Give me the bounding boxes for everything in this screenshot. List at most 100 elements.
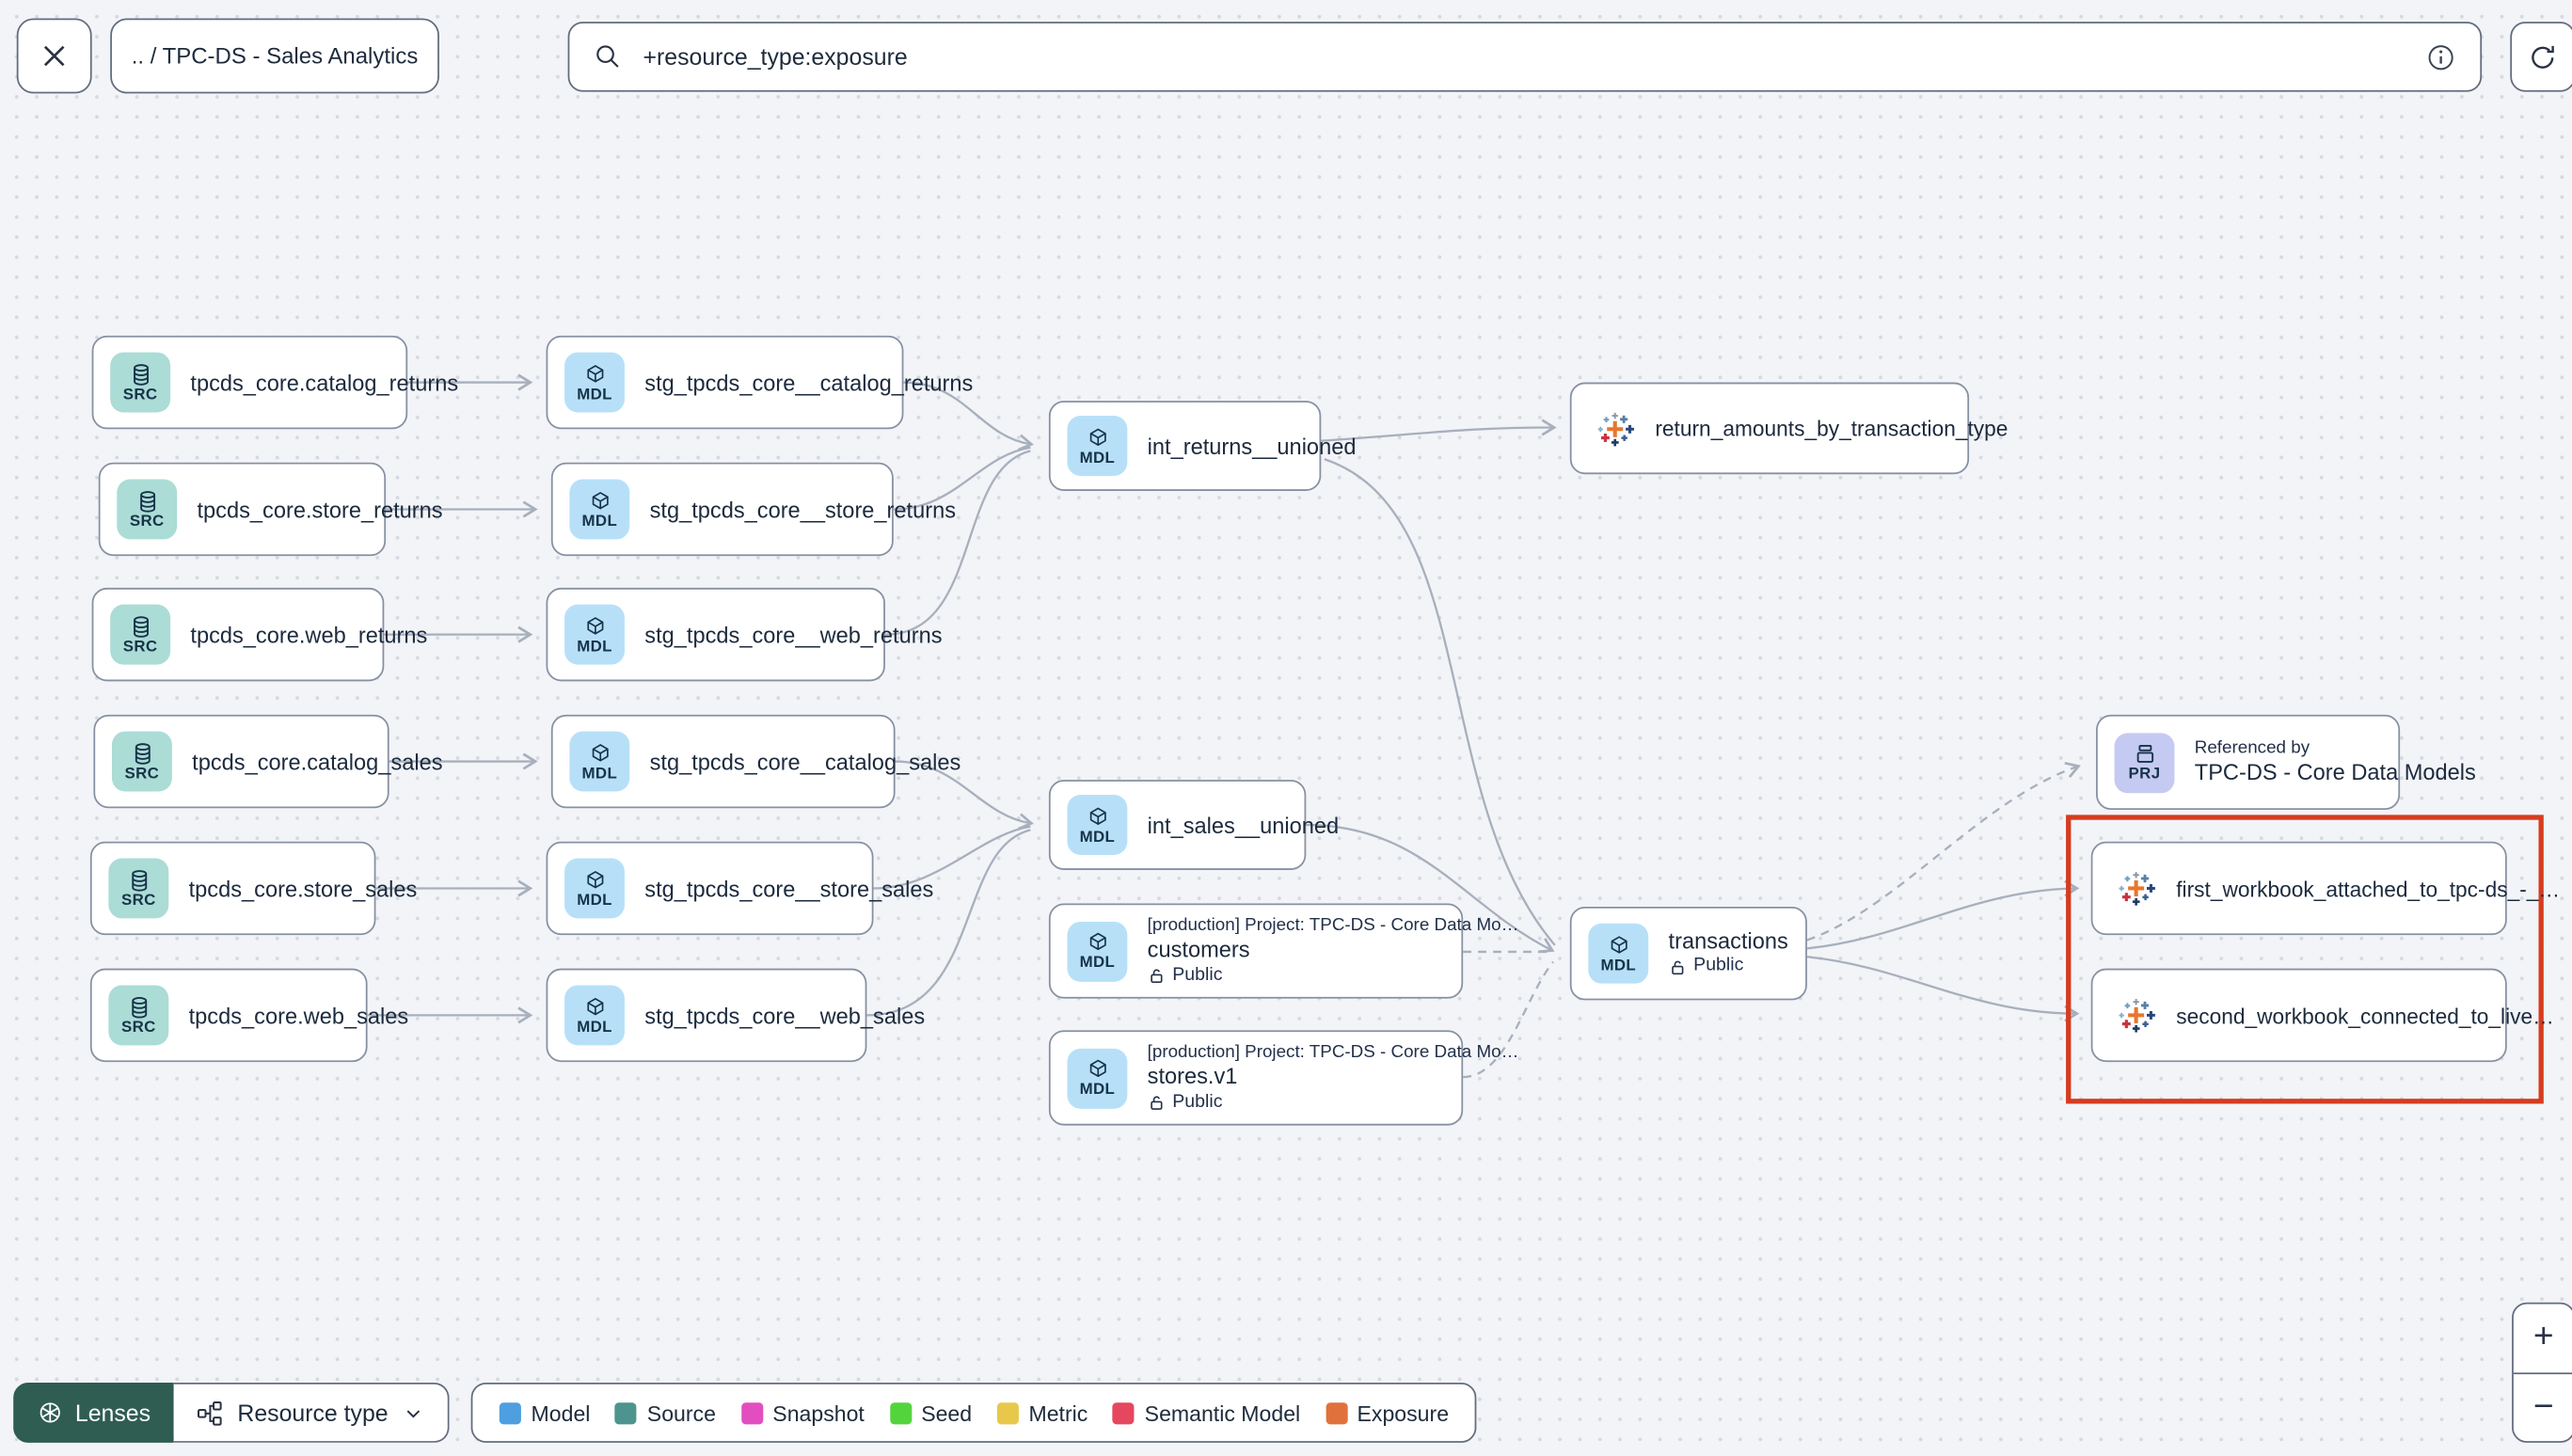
graph-node-stores-v1[interactable]: MDL [production] Project: TPC-DS - Core … [1048, 1030, 1518, 1126]
breadcrumb[interactable]: .. / TPC-DS - Sales Analytics [110, 18, 439, 94]
graph-node-source-web-returns[interactable]: SRC tpcds_core.web_returns [91, 587, 427, 682]
model-icon: MDL [1067, 795, 1128, 855]
access-badge: Public [1148, 1091, 1519, 1114]
legend-item: Model [499, 1401, 590, 1425]
legend-item: Seed [889, 1401, 972, 1425]
graph-node-source-store-returns[interactable]: SRC tpcds_core.store_returns [98, 462, 443, 557]
info-icon[interactable] [2425, 40, 2457, 72]
lenses-button[interactable]: Lenses [13, 1382, 174, 1443]
graph-node-stg-store-sales[interactable]: MDL stg_tpcds_core__store_sales [546, 841, 933, 936]
tableau-icon [2119, 998, 2155, 1033]
access-badge: Public [1148, 964, 1519, 987]
graph-node-source-catalog-sales[interactable]: SRC tpcds_core.catalog_sales [93, 714, 443, 809]
graph-node-referenced-by-project[interactable]: PRJ Referenced by TPC-DS - Core Data Mod… [2096, 714, 2476, 811]
model-icon: MDL [564, 604, 625, 665]
cube-icon [1088, 806, 1105, 825]
graph-node-source-web-sales[interactable]: SRC tpcds_core.web_sales [89, 968, 408, 1063]
cube-icon [586, 364, 603, 382]
cube-icon [1088, 427, 1105, 446]
graph-node-stg-catalog-sales[interactable]: MDL stg_tpcds_core__catalog_sales [550, 714, 961, 809]
resource-type-icon [198, 1401, 222, 1425]
graph-node-customers[interactable]: MDL [production] Project: TPC-DS - Core … [1048, 903, 1518, 999]
legend-swatch-model [499, 1401, 521, 1424]
breadcrumb-label: .. / TPC-DS - Sales Analytics [131, 43, 419, 69]
graph-node-stg-store-returns[interactable]: MDL stg_tpcds_core__store_returns [550, 462, 956, 557]
aperture-icon [40, 1402, 60, 1423]
zoom-out-button[interactable]: − [2532, 1386, 2554, 1426]
model-icon: MDL [569, 479, 630, 540]
lens-selector-dropdown[interactable]: Resource type [173, 1382, 451, 1443]
graph-node-int-returns-unioned[interactable]: MDL int_returns__unioned [1048, 401, 1356, 491]
cube-icon [586, 997, 603, 1015]
referenced-by-label: Referenced by [2194, 736, 2310, 758]
graph-node-transactions[interactable]: MDL transactions Public [1569, 906, 1807, 1001]
legend-swatch-seed [889, 1401, 912, 1424]
model-icon: MDL [1067, 1048, 1128, 1108]
cube-icon [1610, 935, 1627, 953]
project-icon: PRJ [2114, 732, 2175, 793]
model-icon: MDL [564, 352, 625, 413]
graph-node-source-store-sales[interactable]: SRC tpcds_core.store_sales [89, 841, 417, 936]
model-icon: MDL [1067, 416, 1128, 476]
graph-node-stg-web-returns[interactable]: MDL stg_tpcds_core__web_returns [546, 587, 943, 682]
cube-icon [1088, 932, 1105, 951]
legend-item: Metric [996, 1401, 1088, 1425]
tableau-icon [1597, 411, 1634, 446]
cube-icon [591, 743, 608, 761]
legend-item: Exposure [1325, 1401, 1449, 1425]
unlock-icon [1151, 969, 1163, 983]
graph-node-source-catalog-returns[interactable]: SRC tpcds_core.catalog_returns [91, 335, 458, 430]
resource-type-legend: Model Source Snapshot Seed Metric Semant… [470, 1382, 1478, 1443]
graph-node-int-sales-unioned[interactable]: MDL int_sales__unioned [1048, 780, 1339, 870]
zoom-controls: + − [2512, 1302, 2572, 1443]
legend-item: Semantic Model [1112, 1401, 1300, 1425]
model-icon: MDL [569, 731, 630, 792]
legend-swatch-semantic-model [1112, 1401, 1135, 1424]
model-icon: MDL [564, 985, 625, 1046]
model-icon: MDL [564, 858, 625, 919]
zoom-in-button[interactable]: + [2513, 1305, 2572, 1374]
refresh-button[interactable] [2510, 22, 2572, 92]
source-icon: SRC [117, 479, 178, 540]
model-icon: MDL [1067, 921, 1128, 982]
source-icon: SRC [108, 985, 169, 1046]
graph-node-stg-web-sales[interactable]: MDL stg_tpcds_core__web_sales [546, 968, 925, 1063]
database-icon [133, 363, 149, 385]
legend-item: Source [615, 1401, 716, 1425]
database-icon [134, 742, 150, 764]
model-icon: MDL [1588, 923, 1649, 984]
source-icon: SRC [110, 604, 171, 665]
highlight-rectangle [2066, 815, 2544, 1104]
graph-node-exposure-first-workbook[interactable]: first_workbook_attached_to_tpc-ds_-_… [2090, 841, 2560, 936]
graph-node-exposure-return-amounts[interactable]: return_amounts_by_transaction_type [1569, 382, 2008, 475]
legend-swatch-metric [996, 1401, 1019, 1424]
cube-icon [1088, 1059, 1105, 1078]
database-icon [133, 615, 149, 637]
search-bar[interactable] [567, 22, 2483, 92]
close-button[interactable] [16, 18, 92, 94]
lenses-control: Lenses Resource type [13, 1382, 451, 1443]
archive-icon [2135, 744, 2153, 763]
legend-item: Snapshot [740, 1401, 865, 1425]
search-input[interactable] [639, 41, 2409, 72]
legend-swatch-exposure [1325, 1401, 1347, 1424]
legend-swatch-source [615, 1401, 638, 1424]
cube-icon [591, 491, 608, 509]
graph-node-exposure-second-workbook[interactable]: second_workbook_connected_to_live… [2090, 968, 2554, 1063]
database-icon [131, 996, 147, 1018]
search-icon [596, 45, 619, 68]
chevron-down-icon [407, 1409, 421, 1417]
database-icon [139, 490, 155, 512]
source-icon: SRC [108, 858, 169, 919]
cube-icon [586, 616, 603, 634]
unlock-icon [1151, 1096, 1163, 1110]
graph-node-stg-catalog-returns[interactable]: MDL stg_tpcds_core__catalog_returns [546, 335, 973, 430]
close-icon [43, 45, 65, 67]
project-context-label: [production] Project: TPC-DS - Core Data… [1147, 914, 1519, 935]
source-icon: SRC [110, 352, 171, 413]
cube-icon [586, 870, 603, 888]
database-icon [131, 869, 147, 891]
unlock-icon [1672, 960, 1684, 974]
